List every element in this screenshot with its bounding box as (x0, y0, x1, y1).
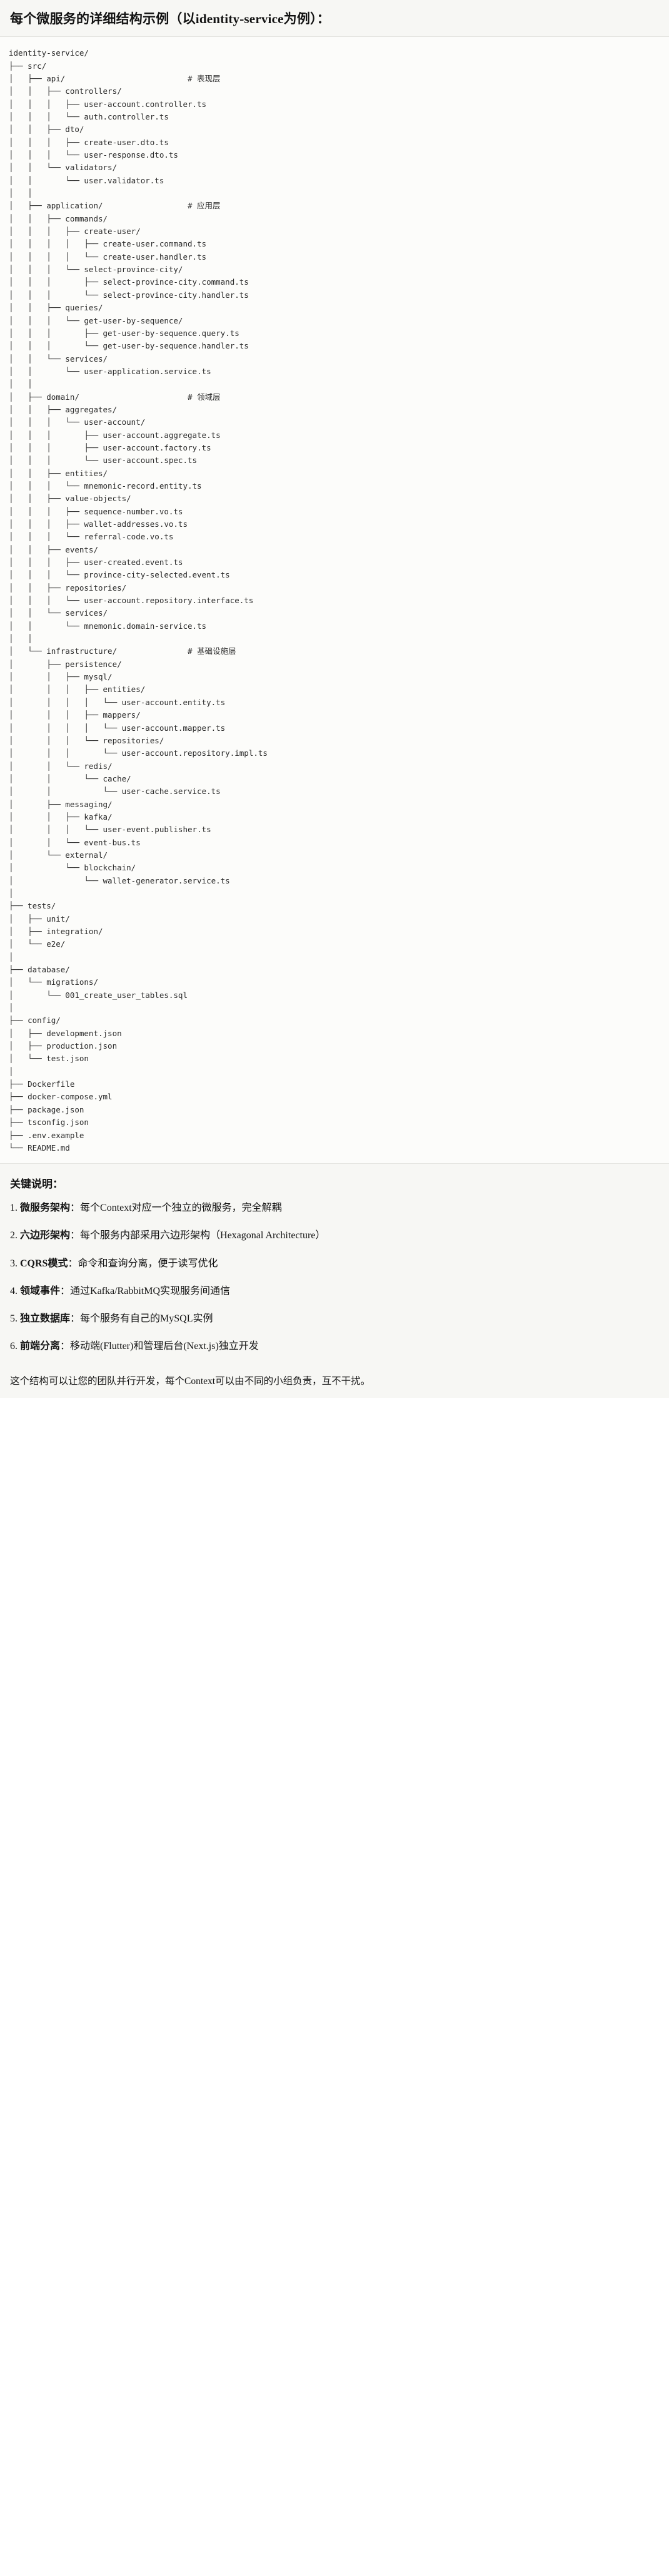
key-point-text: ：每个服务有自己的MySQL实例 (70, 1313, 213, 1324)
key-point-item: 六边形架构：每个服务内部采用六边形架构（Hexagonal Architectu… (10, 1228, 659, 1243)
key-point-label: CQRS模式 (20, 1258, 68, 1269)
page-header: 每个微服务的详细结构示例（以identity-service为例）： (0, 0, 669, 38)
key-point-label: 独立数据库 (20, 1313, 71, 1324)
document-root: 每个微服务的详细结构示例（以identity-service为例）： ident… (0, 0, 669, 1398)
key-point-text: ：每个服务内部采用六边形架构（Hexagonal Architecture） (70, 1230, 326, 1241)
key-point-label: 领域事件 (20, 1285, 61, 1296)
key-point-label: 六边形架构 (20, 1230, 71, 1241)
closing-note: 这个结构可以让您的团队并行开发，每个Context可以由不同的小组负责，互不干扰… (0, 1372, 669, 1398)
key-point-text: ：通过Kafka/RabbitMQ实现服务间通信 (60, 1285, 230, 1296)
key-point-label: 前端分离 (20, 1341, 61, 1352)
key-point-text: ：移动端(Flutter)和管理后台(Next.js)独立开发 (60, 1341, 259, 1352)
key-point-text: ：每个Context对应一个独立的微服务，完全解耦 (70, 1203, 282, 1214)
key-points-title: 关键说明： (10, 1178, 63, 1191)
key-points-list: 微服务架构：每个Context对应一个独立的微服务，完全解耦 六边形架构：每个服… (10, 1201, 659, 1353)
directory-tree: identity-service/ ├── src/ │ ├── api/ # … (9, 48, 268, 1153)
key-point-label: 微服务架构 (20, 1203, 71, 1214)
key-point-item: CQRS模式：命令和查询分离，便于读写优化 (10, 1256, 659, 1271)
key-point-item: 领域事件：通过Kafka/RabbitMQ实现服务间通信 (10, 1284, 659, 1298)
key-point-text: ：命令和查询分离，便于读写优化 (68, 1258, 218, 1269)
page-title: 每个微服务的详细结构示例（以identity-service为例）： (10, 11, 330, 26)
directory-tree-block: identity-service/ ├── src/ │ ├── api/ # … (0, 37, 669, 1164)
key-points-section: 关键说明： 微服务架构：每个Context对应一个独立的微服务，完全解耦 六边形… (0, 1164, 669, 1372)
key-point-item: 前端分离：移动端(Flutter)和管理后台(Next.js)独立开发 (10, 1339, 659, 1353)
key-point-item: 微服务架构：每个Context对应一个独立的微服务，完全解耦 (10, 1201, 659, 1215)
closing-text: 这个结构可以让您的团队并行开发，每个Context可以由不同的小组负责，互不干扰… (10, 1376, 371, 1387)
key-point-item: 独立数据库：每个服务有自己的MySQL实例 (10, 1311, 659, 1326)
